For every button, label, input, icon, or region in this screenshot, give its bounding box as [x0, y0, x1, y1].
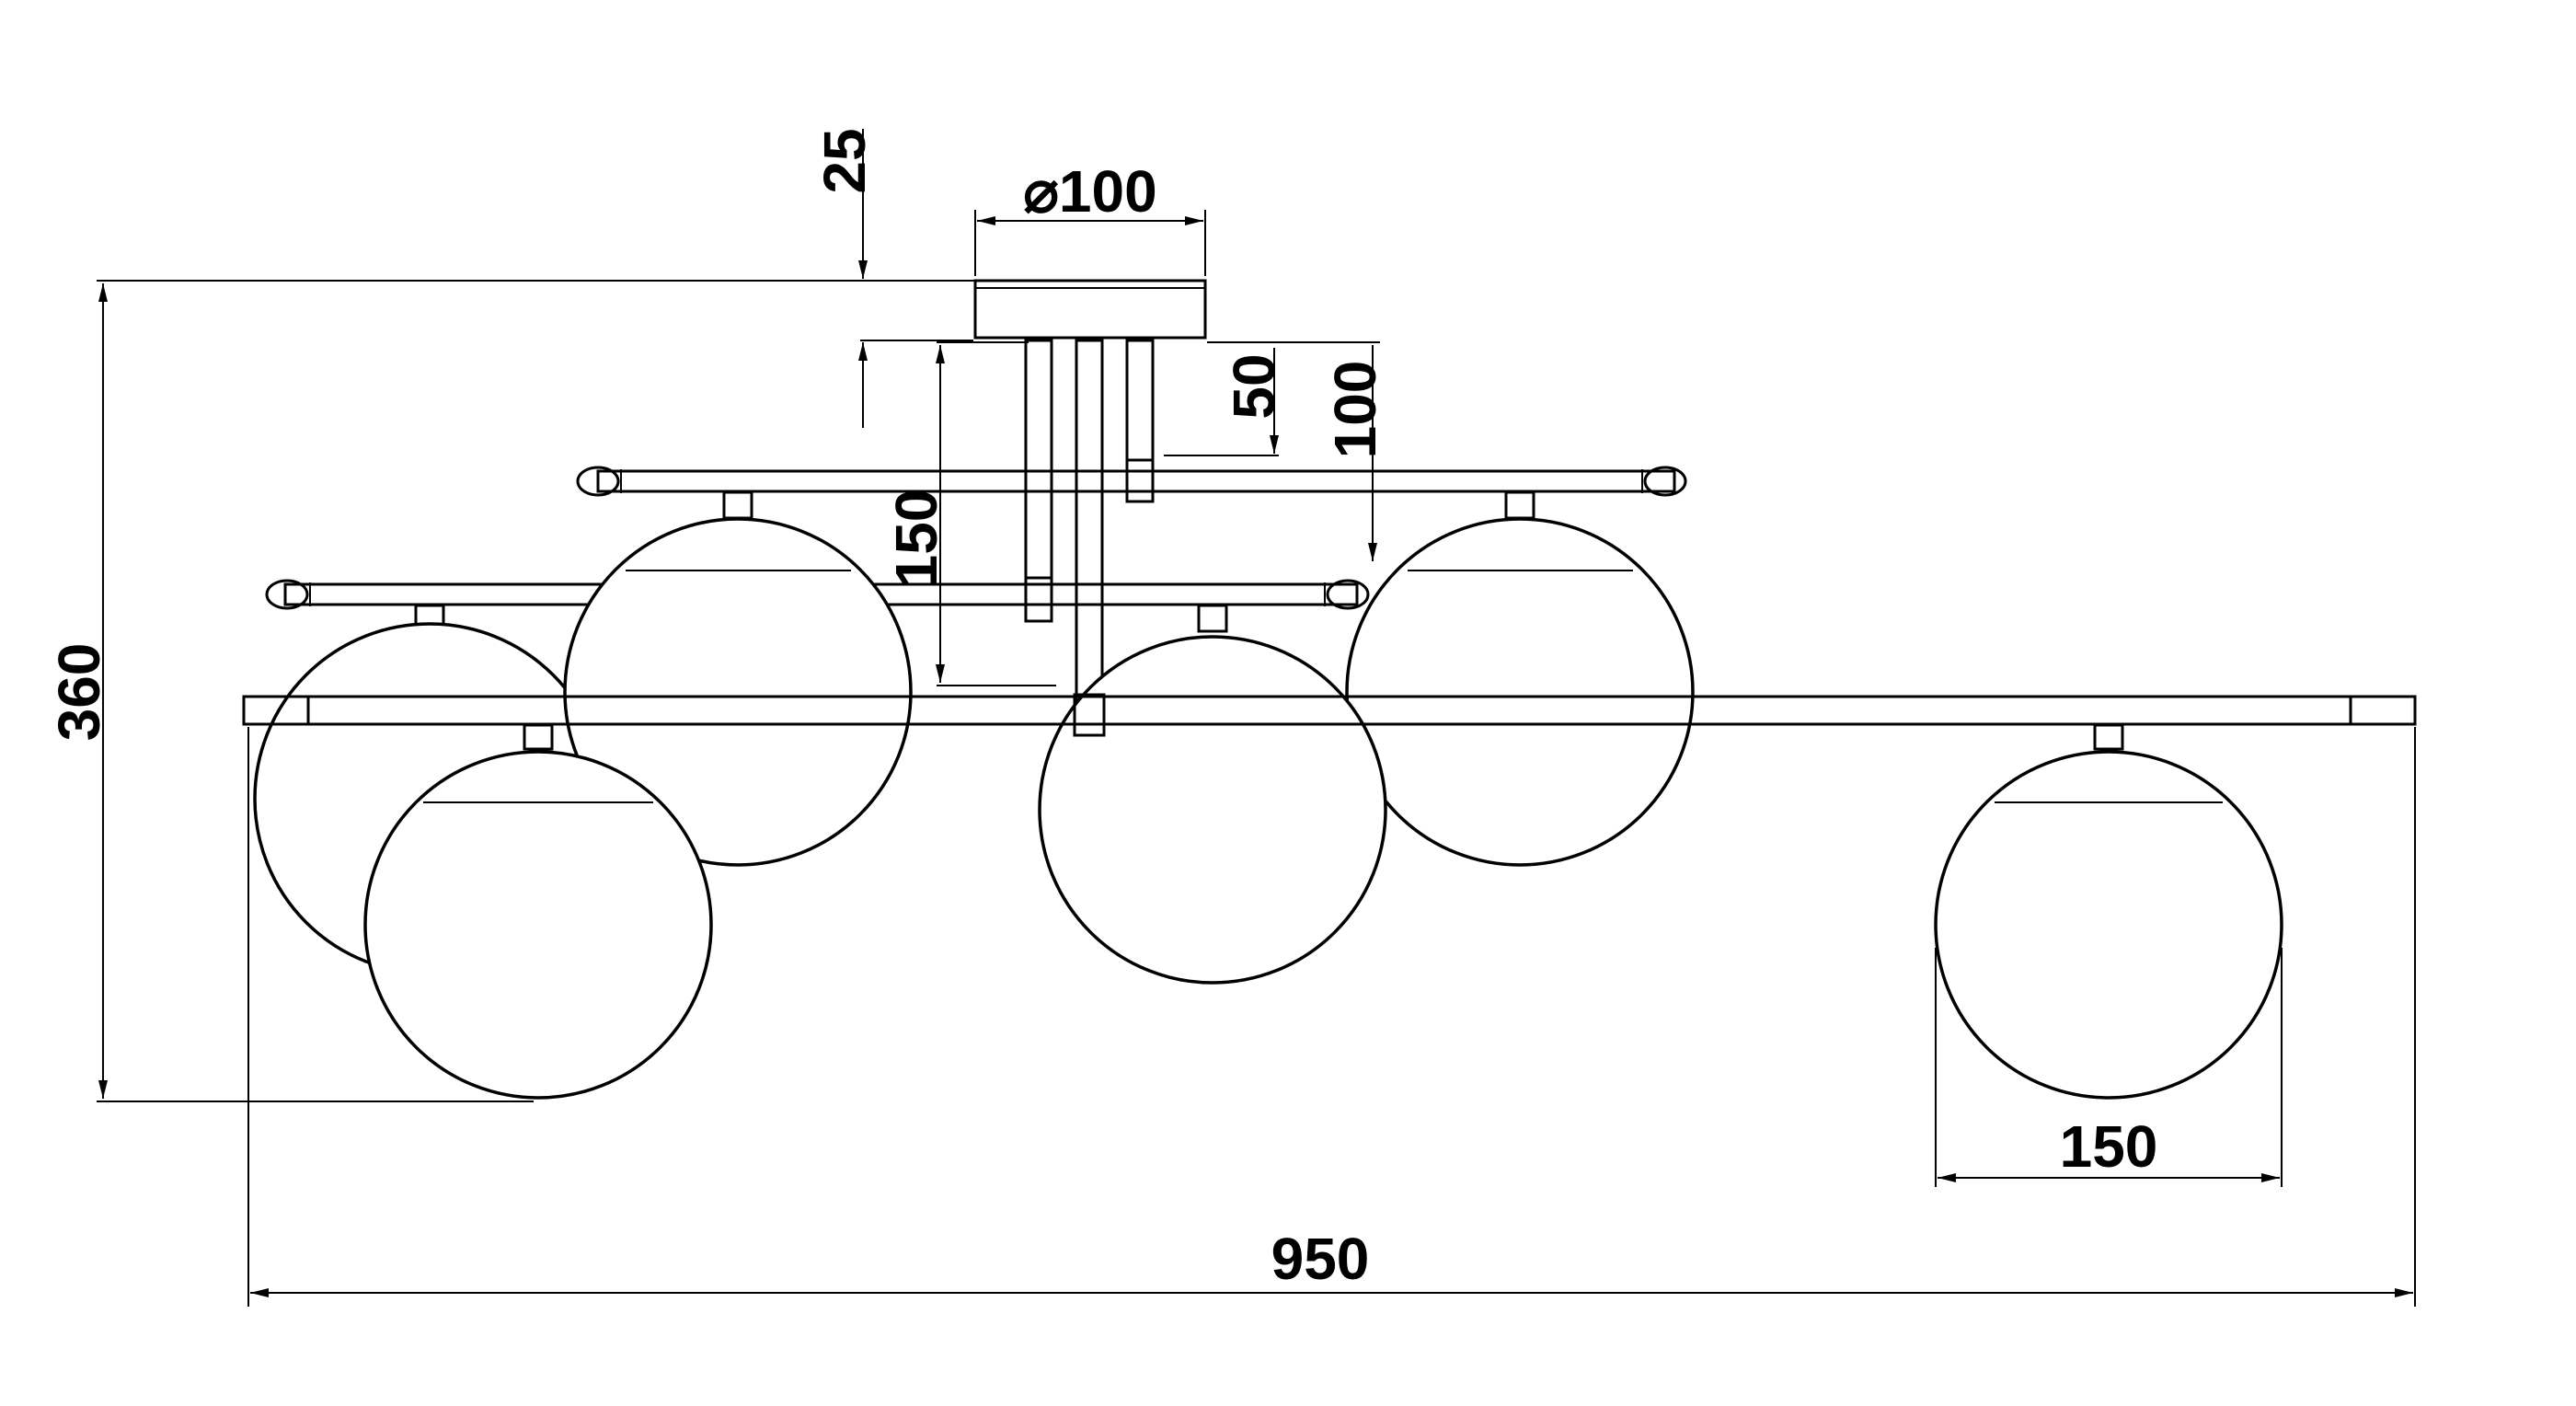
dim-globe-diameter-label: 150: [2060, 1113, 2158, 1180]
fixture: [242, 279, 2417, 1100]
dim-lower-drop: 150: [883, 341, 1056, 686]
dim-overall-height: 360: [46, 280, 975, 1102]
canopy: [973, 279, 1207, 340]
globe: [563, 517, 913, 867]
dim-overall-width-label: 950: [1271, 1226, 1370, 1292]
dim-upper-drop: 50: [1164, 348, 1287, 456]
dim-middle-drop: 100: [1207, 341, 1388, 561]
globe: [1038, 635, 1387, 985]
upper-arm: [576, 466, 1687, 497]
dim-canopy-thickness-label: 25: [811, 128, 878, 193]
dim-lower-drop-label: 150: [883, 490, 949, 588]
dimensions: 950 360 ⌀100 25 150: [46, 128, 2416, 1307]
dim-overall-width: 950: [247, 727, 2416, 1307]
dim-upper-drop-label: 50: [1221, 353, 1287, 419]
globes-front: [363, 723, 2283, 1100]
dim-canopy-diameter-label: ⌀100: [1023, 158, 1156, 225]
dim-middle-drop-label: 100: [1322, 361, 1388, 459]
dim-globe-diameter: 150: [1935, 948, 2283, 1187]
globe: [1934, 750, 2283, 1100]
globe: [1345, 517, 1695, 867]
dim-canopy-thickness: 25: [811, 128, 973, 428]
dim-canopy-diameter: ⌀100: [974, 158, 1206, 276]
globe: [363, 750, 713, 1100]
dim-overall-height-label: 360: [46, 643, 112, 742]
